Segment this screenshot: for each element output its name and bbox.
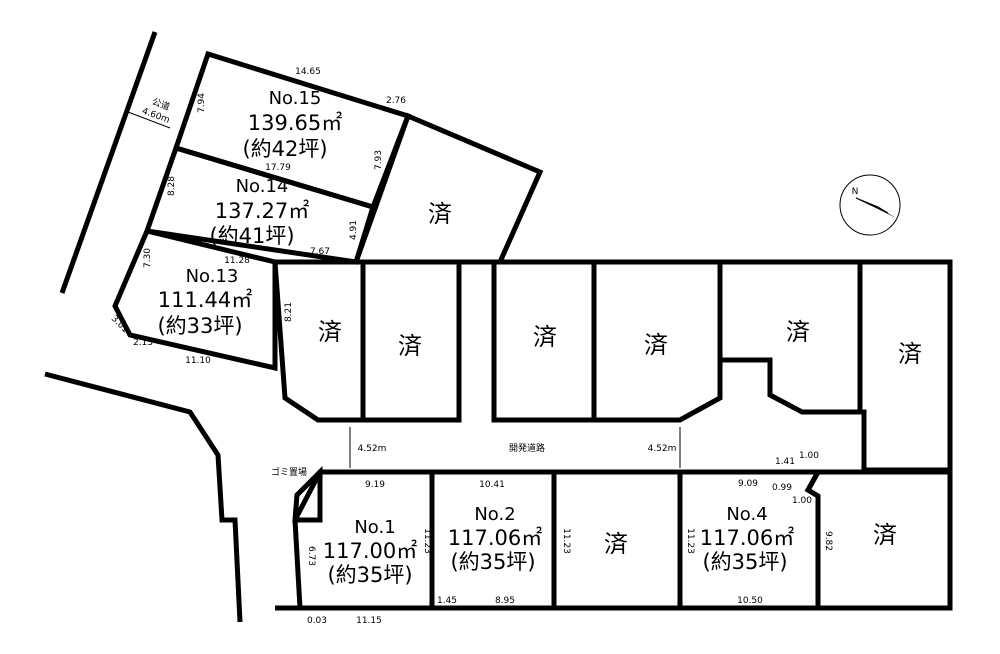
dim-label: 11.23	[422, 528, 432, 554]
garbage-area-outline	[292, 465, 323, 523]
dim-label: 1.41	[775, 457, 795, 467]
dim-label: 1.00	[799, 451, 819, 461]
dim-label: 7.30	[143, 248, 153, 268]
sold-lot-a-outline[interactable]	[352, 112, 544, 265]
sold-label-b: 済	[318, 318, 342, 346]
dim-label: 8.21	[284, 302, 294, 322]
sold-label-i: 済	[873, 521, 897, 549]
lot-1-tsubo: (約35坪)	[327, 563, 412, 587]
lot-15-name: No.15	[269, 88, 322, 109]
sold-label-e: 済	[644, 331, 668, 359]
sold-lot-e-outline[interactable]	[591, 259, 723, 423]
dim-label: 11.10	[185, 356, 211, 366]
dim-label: 7.93	[374, 150, 384, 170]
dim-label: 8.28	[167, 176, 177, 196]
lot-13-name: No.13	[186, 266, 239, 287]
dim-label: 14.65	[295, 67, 321, 77]
dim-label: 2.76	[386, 96, 406, 106]
dim-label: 11.28	[224, 256, 250, 266]
public-road-edge	[59, 31, 158, 294]
lot-15-area: 139.65㎡	[248, 111, 342, 135]
lot-14-name: No.14	[236, 176, 289, 197]
dim-label: 9.82	[823, 531, 833, 551]
lot-13-outline[interactable]	[112, 228, 278, 372]
lot-13-area: 111.44㎡	[158, 288, 252, 312]
dim-label: 11.15	[356, 616, 382, 626]
dim-label: 9.09	[738, 479, 758, 489]
lot-4-tsubo: (約35坪)	[702, 550, 787, 574]
lot-13-tsubo: (約33坪)	[157, 314, 242, 338]
sold-label-a: 済	[428, 200, 452, 228]
dim-label: 10.50	[737, 596, 763, 606]
dim-label: 6.73	[306, 546, 316, 566]
public-road-width-marker	[127, 111, 171, 129]
sold-label-f: 済	[786, 318, 810, 346]
dim-label: 11.23	[561, 528, 571, 554]
sold-lot-b-outline[interactable]	[272, 259, 366, 423]
dim-label: 0.99	[772, 483, 792, 493]
lot-4-area: 117.06㎡	[700, 526, 794, 550]
north-label: N	[852, 187, 859, 197]
dim-label: 10.41	[479, 480, 505, 490]
dim-label: 7.67	[310, 247, 330, 257]
lot-1-name: No.1	[354, 517, 395, 538]
sold-lot-c-outline[interactable]	[360, 259, 462, 423]
dim-label: 1.00	[792, 496, 812, 506]
lot-1-outline[interactable]	[292, 469, 435, 611]
lot-2-area: 117.06㎡	[448, 526, 542, 550]
garbage-area-label: ゴミ置場	[271, 466, 307, 478]
lot-2-name: No.2	[474, 504, 515, 525]
lot-14-tsubo: (約41坪)	[209, 224, 294, 248]
dim-label: 4.91	[349, 220, 359, 240]
dev-road-width-left: 4.52m	[358, 444, 387, 454]
dim-label: 7.94	[197, 93, 207, 113]
lot-1-area: 117.00㎡	[323, 539, 417, 563]
sold-label-d: 済	[533, 323, 557, 351]
dim-label: 17.79	[265, 163, 291, 173]
dev-road-label: 開発道路	[509, 442, 545, 454]
lot-2-tsubo: (約35坪)	[450, 550, 535, 574]
sold-lot-i-outline[interactable]	[804, 469, 953, 611]
lot-15-tsubo: (約42坪)	[242, 137, 327, 161]
dim-label: 1.45	[437, 596, 457, 606]
north-arrow-icon: N	[839, 174, 901, 236]
dim-label: 2.13	[133, 338, 153, 348]
dev-road-width-right: 4.52m	[648, 444, 677, 454]
dim-label: 9.19	[365, 480, 385, 490]
dim-label: 8.95	[495, 596, 515, 606]
dim-label: 0.03	[307, 616, 327, 626]
sold-label-g: 済	[898, 340, 922, 368]
sold-label-c: 済	[398, 332, 422, 360]
sold-label-h: 済	[604, 530, 628, 558]
lot-4-name: No.4	[726, 504, 767, 525]
lot-14-area: 137.27㎡	[215, 199, 309, 223]
southwest-boundary	[44, 371, 243, 623]
dim-label: 11.23	[685, 528, 695, 554]
